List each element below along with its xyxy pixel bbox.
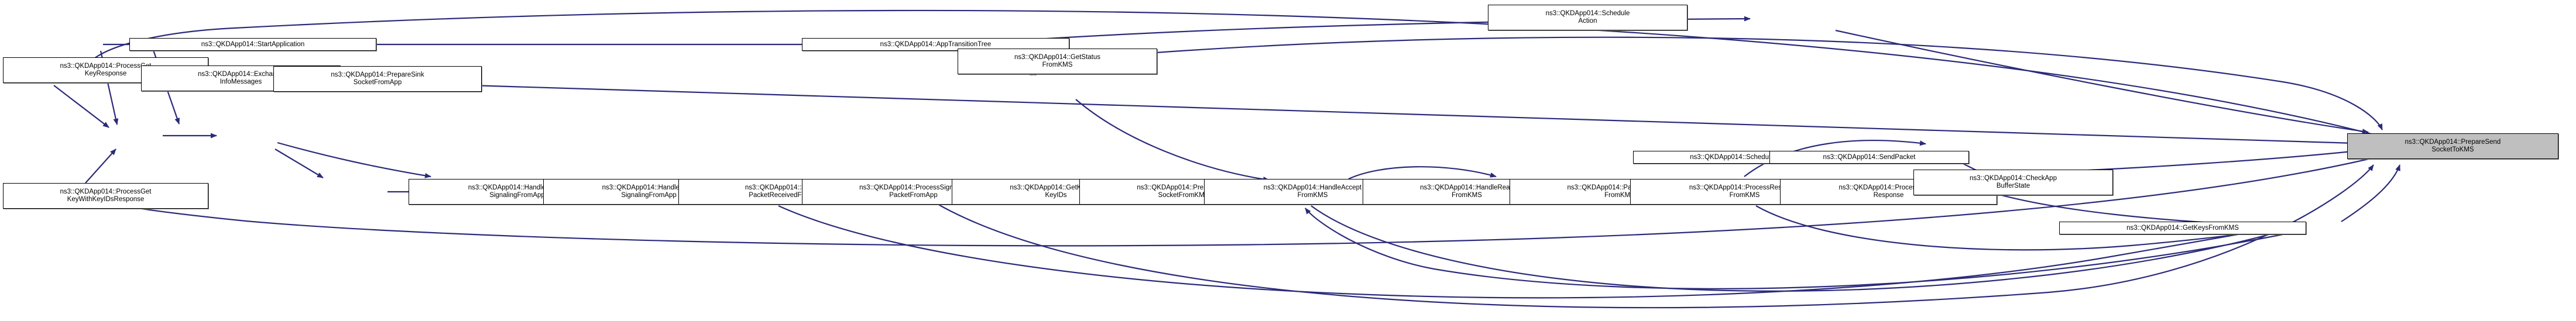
graph-node-label: ns3::QKDApp014::CheckApp BufferState xyxy=(1970,175,2057,189)
graph-node-label: ns3::QKDApp014::ProcessResponse FromKMS xyxy=(1689,184,1800,199)
graph-node[interactable]: ns3::QKDApp014::PrepareSink SocketFromAp… xyxy=(273,66,482,92)
graph-node-label: ns3::QKDApp014::PrepareSink SocketFromAp… xyxy=(331,71,424,86)
graph-node-label: ns3::QKDApp014::ProcessGet KeyResponse xyxy=(60,63,152,77)
graph-node-label: ns3::QKDApp014::HandleAccept SignalingFr… xyxy=(468,184,567,199)
graph-node-label: ns3::QKDApp014::PrepareSend SocketToKMS xyxy=(2405,139,2501,153)
graph-node-label: ns3::QKDApp014::HandleRead SignalingFrom… xyxy=(602,184,696,199)
graph-node-label: ns3::QKDApp014::StartApplication xyxy=(201,40,305,48)
graph-node-label: ns3::QKDApp014::GetKeyWith KeyIDs xyxy=(1010,184,1102,199)
graph-node[interactable]: ns3::QKDApp014::ProcessGet KeyWithKeyIDs… xyxy=(3,183,208,209)
graph-node-label: ns3::QKDApp014::AppTransitionTree xyxy=(880,40,992,48)
graph-node-label: ns3::QKDApp014::HandleRead FromKMS xyxy=(1420,184,1514,199)
graph-node-label: ns3::QKDApp014::SendPacket xyxy=(1823,153,1916,161)
graph-node-label: ns3::QKDApp014::ScheduleTx xyxy=(1690,153,1782,161)
graph-node-label: ns3::QKDApp014::GetKeysFromKMS xyxy=(2126,224,2239,232)
graph-node[interactable]: ns3::QKDApp014::StartApplication xyxy=(129,38,376,51)
graph-node[interactable]: ns3::QKDApp014::GetKeysFromKMS xyxy=(2059,222,2306,234)
graph-node-label: ns3::QKDApp014::Exchange InfoMessages xyxy=(197,71,284,85)
graph-node[interactable]: ns3::QKDApp014::PrepareSend SocketToKMS xyxy=(2347,133,2558,159)
graph-node[interactable]: ns3::QKDApp014::CheckApp BufferState xyxy=(1913,170,2113,195)
graph-node[interactable]: ns3::QKDApp014::AppTransitionTree xyxy=(802,38,1069,51)
graph-node[interactable]: ns3::QKDApp014::GetStatus FromKMS xyxy=(958,49,1157,74)
graph-node-label: ns3::QKDApp014::HandleAccept FromKMS xyxy=(1263,184,1362,199)
graph-node-label: ns3::QKDApp014::ProcessGet KeyWithKeyIDs… xyxy=(60,188,152,203)
graph-node-label: ns3::QKDApp014::Schedule Action xyxy=(1545,10,1630,25)
graph-node-label: ns3::QKDApp014::GetStatus FromKMS xyxy=(1014,54,1101,68)
graph-node[interactable]: ns3::QKDApp014::Schedule Action xyxy=(1488,5,1687,30)
edge-group xyxy=(53,9,2401,309)
graph-node[interactable]: ns3::QKDApp014::SendPacket xyxy=(1769,151,1969,164)
graph-node-label: ns3::QKDApp014::ProcessSignaling PacketF… xyxy=(859,184,968,199)
